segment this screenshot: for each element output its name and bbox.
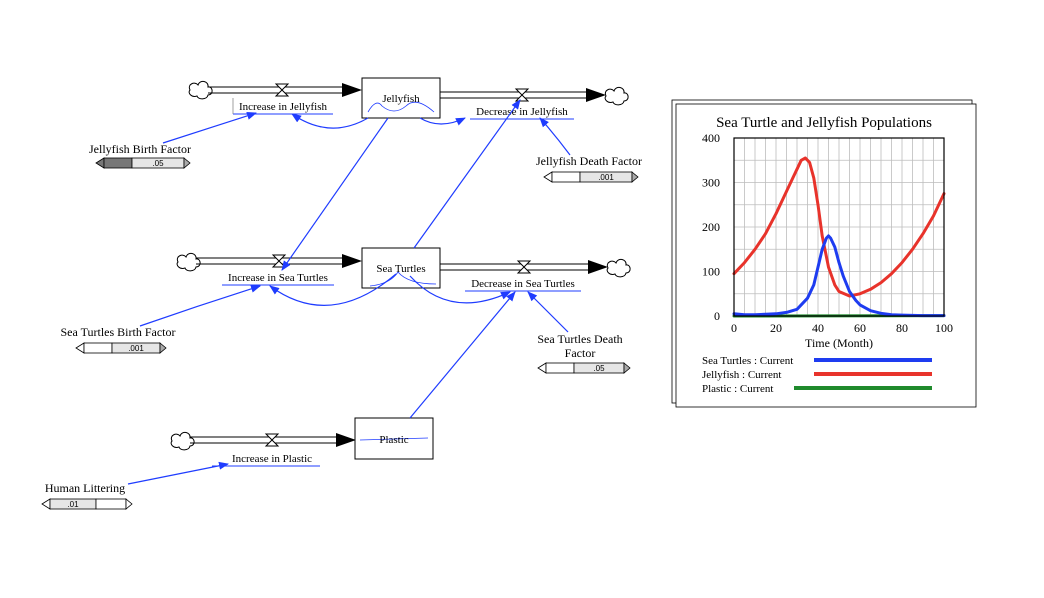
flow-pipe-increase-sea-turtles[interactable]: [196, 254, 362, 268]
stock-plastic[interactable]: Plastic: [354, 417, 434, 460]
stock-label-jellyfish: Jellyfish: [382, 93, 420, 105]
x-tick-label: 80: [896, 321, 908, 335]
y-tick-label: 300: [702, 176, 720, 190]
constant-human-littering[interactable]: Human Littering .01: [41, 481, 133, 510]
plot-grid: [734, 138, 944, 316]
flow-decrease-sea-turtles[interactable]: Decrease in Sea Turtles: [465, 278, 581, 292]
flow-label-increase-sea-turtles: Increase in Sea Turtles: [228, 272, 328, 284]
flow-label-increase-plastic: Increase in Plastic: [232, 453, 312, 465]
stock-jellyfish[interactable]: Jellyfish: [361, 77, 441, 119]
link-sea-turtles-to-decrease-jellyfish: [413, 99, 521, 249]
link-plastic-to-decrease-sea-turtles: [409, 291, 516, 419]
constant-jellyfish-death-factor[interactable]: Jellyfish Death Factor .001: [536, 154, 642, 183]
flow-pipe-increase-jellyfish[interactable]: [208, 83, 362, 97]
x-tick-label: 0: [731, 321, 737, 335]
plot-area: [733, 137, 945, 317]
cloud-source-sea-turtles: [176, 252, 201, 272]
link-jellyfish-to-decrease: [419, 117, 466, 126]
link-jellyfish-death-to-decrease: [539, 117, 571, 156]
link-sea-turtles-death-to-decrease: [527, 291, 569, 333]
cloud-source-plastic: [170, 431, 195, 451]
flow-increase-sea-turtles[interactable]: Increase in Sea Turtles: [222, 272, 334, 286]
x-tick-labels: 0 20 40 60 80 100: [731, 321, 953, 335]
link-sea-turtles-to-decrease: [409, 275, 511, 304]
link-sea-turtles-to-increase: [269, 273, 397, 306]
link-sea-turtles-birth-to-increase: [139, 284, 261, 327]
y-tick-label: 100: [702, 265, 720, 279]
cloud-sink-jellyfish: [604, 86, 629, 106]
flow-label-increase-jellyfish: Increase in Jellyfish: [239, 101, 327, 113]
constant-label-sea-turtles-birth: Sea Turtles Birth Factor: [60, 325, 175, 339]
constant-value-sea-turtles-birth: .001: [128, 344, 144, 353]
stock-sea-turtles[interactable]: Sea Turtles: [361, 247, 441, 289]
link-jellyfish-birth-to-increase: [162, 111, 257, 144]
series-line-0: [732, 234, 946, 318]
cloud-source-jellyfish: [188, 80, 213, 100]
link-jellyfish-to-increase: [291, 113, 369, 129]
x-tick-label: 40: [812, 321, 824, 335]
constant-value-jellyfish-death: .001: [598, 173, 614, 182]
y-tick-label: 200: [702, 220, 720, 234]
constant-value-sea-turtles-death: .05: [593, 364, 605, 373]
legend-label: Plastic : Current: [702, 383, 774, 395]
constant-label-sea-turtles-death-1: Sea Turtles Death: [537, 332, 622, 346]
constant-label-jellyfish-death: Jellyfish Death Factor: [536, 154, 642, 168]
constant-sea-turtles-birth-factor[interactable]: Sea Turtles Birth Factor .001: [60, 325, 176, 354]
flow-label-decrease-jellyfish: Decrease in Jellyfish: [476, 106, 568, 118]
flow-increase-plastic[interactable]: Increase in Plastic: [212, 453, 320, 467]
constant-label-jellyfish-birth: Jellyfish Birth Factor: [89, 142, 191, 156]
x-tick-label: 60: [854, 321, 866, 335]
flow-decrease-jellyfish[interactable]: Decrease in Jellyfish: [470, 106, 574, 120]
legend-label: Sea Turtles : Current: [702, 355, 793, 367]
flow-pipe-decrease-sea-turtles[interactable]: [440, 260, 608, 274]
cloud-sink-sea-turtles: [606, 258, 631, 278]
information-links: [127, 99, 571, 485]
stock-label-plastic: Plastic: [379, 434, 408, 446]
x-tick-label: 20: [770, 321, 782, 335]
flow-pipe-decrease-jellyfish[interactable]: [440, 88, 606, 102]
constant-value-human-littering: .01: [67, 500, 79, 509]
y-tick-label: 400: [702, 131, 720, 145]
constant-sea-turtles-death-factor[interactable]: Sea Turtles Death Factor .05: [537, 332, 631, 374]
y-tick-labels: 0 100 200 300 400: [702, 131, 720, 323]
y-tick-label: 0: [714, 309, 720, 323]
series-line-1: [732, 156, 946, 298]
constant-value-jellyfish-birth: .05: [152, 159, 164, 168]
flow-pipe-increase-plastic[interactable]: [190, 433, 356, 447]
flow-increase-jellyfish[interactable]: Increase in Jellyfish: [232, 98, 333, 115]
link-human-littering-to-increase-plastic: [127, 461, 229, 485]
x-tick-label: 100: [935, 321, 953, 335]
graph-panel[interactable]: Sea Turtle and Jellyfish Populations 0 10…: [671, 99, 977, 408]
link-jellyfish-to-increase-sea-turtles: [281, 117, 389, 271]
constant-jellyfish-birth-factor[interactable]: Jellyfish Birth Factor .05: [89, 142, 191, 169]
flow-label-decrease-sea-turtles: Decrease in Sea Turtles: [471, 278, 575, 290]
constant-label-sea-turtles-death-2: Factor: [565, 346, 596, 360]
legend-label: Jellyfish : Current: [702, 369, 781, 381]
chart-title: Sea Turtle and Jellyfish Populations: [716, 115, 932, 131]
x-axis-label: Time (Month): [805, 336, 873, 350]
stock-label-sea-turtles: Sea Turtles: [376, 263, 425, 275]
constant-label-human-littering: Human Littering: [45, 481, 125, 495]
